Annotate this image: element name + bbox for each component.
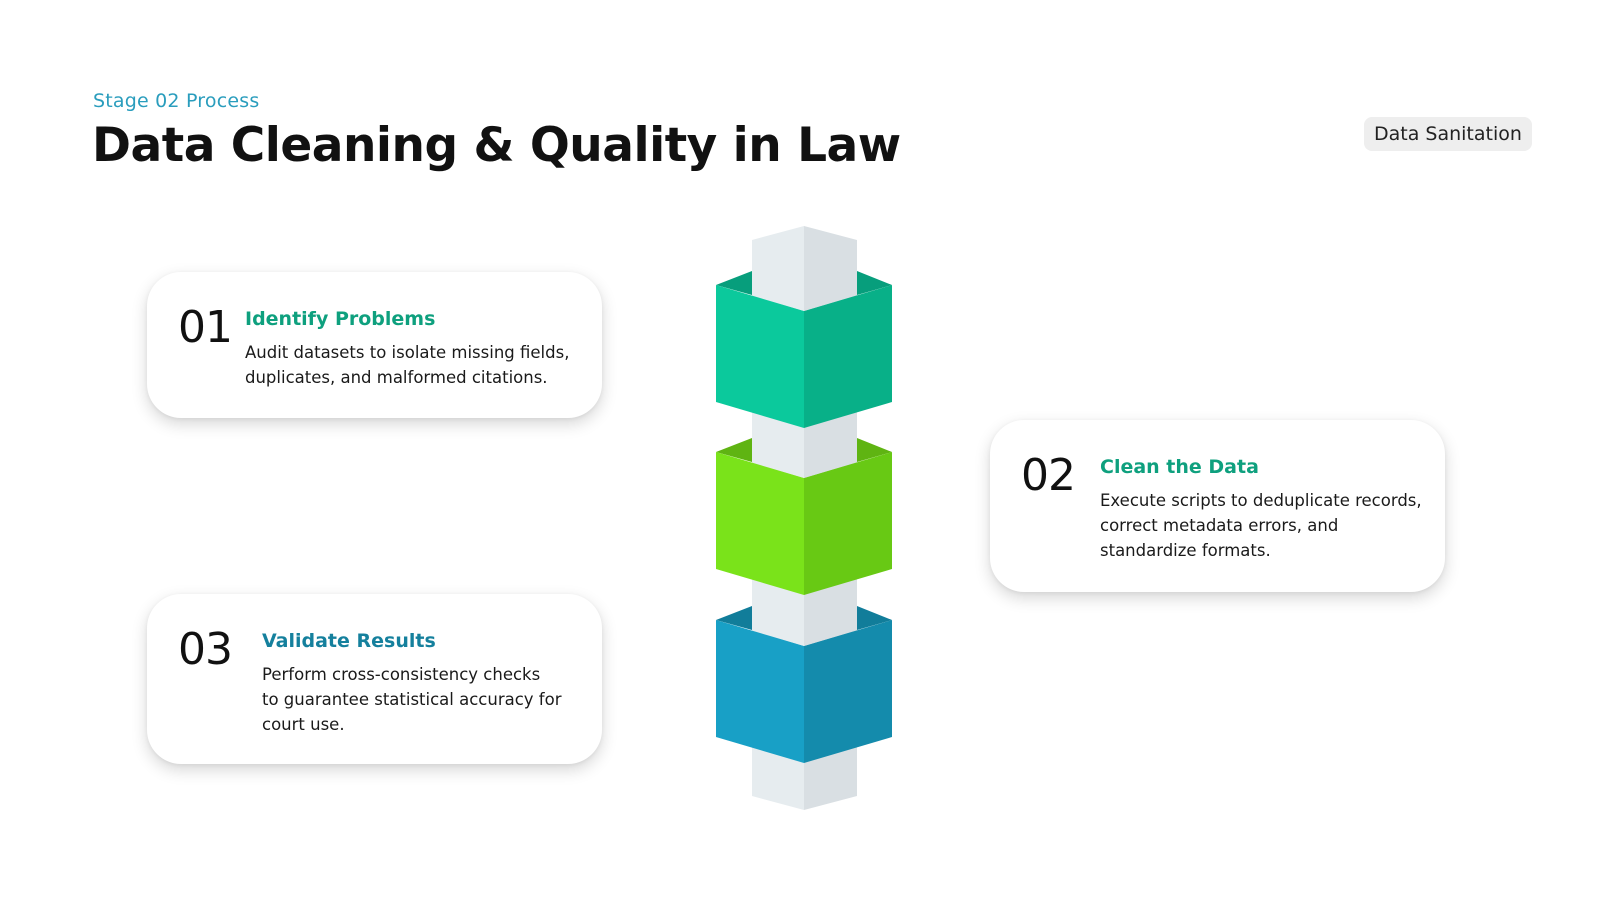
cube-step-2 bbox=[716, 437, 892, 595]
step-number: 01 bbox=[178, 302, 233, 353]
step-card-3: 03 Validate Results Perform cross-consis… bbox=[147, 594, 602, 764]
step-description: Audit datasets to isolate missing fields… bbox=[245, 343, 570, 387]
stage-label: Stage 02 Process bbox=[93, 90, 260, 112]
step-description: Execute scripts to deduplicate records, … bbox=[1100, 491, 1422, 560]
step-title: Identify Problems bbox=[245, 308, 436, 330]
cube-step-3 bbox=[716, 605, 892, 763]
step-title: Validate Results bbox=[262, 630, 436, 652]
topic-tag: Data Sanitation bbox=[1364, 117, 1532, 151]
step-card-2: 02 Clean the Data Execute scripts to ded… bbox=[990, 420, 1445, 592]
step-number: 03 bbox=[178, 624, 233, 675]
step-description: Perform cross-consistency checks to guar… bbox=[262, 665, 562, 734]
cube-step-1 bbox=[716, 270, 892, 428]
page-title: Data Cleaning & Quality in Law bbox=[92, 118, 901, 173]
step-title: Clean the Data bbox=[1100, 456, 1259, 478]
step-card-1: 01 Identify Problems Audit datasets to i… bbox=[147, 272, 602, 418]
step-number: 02 bbox=[1021, 450, 1076, 501]
